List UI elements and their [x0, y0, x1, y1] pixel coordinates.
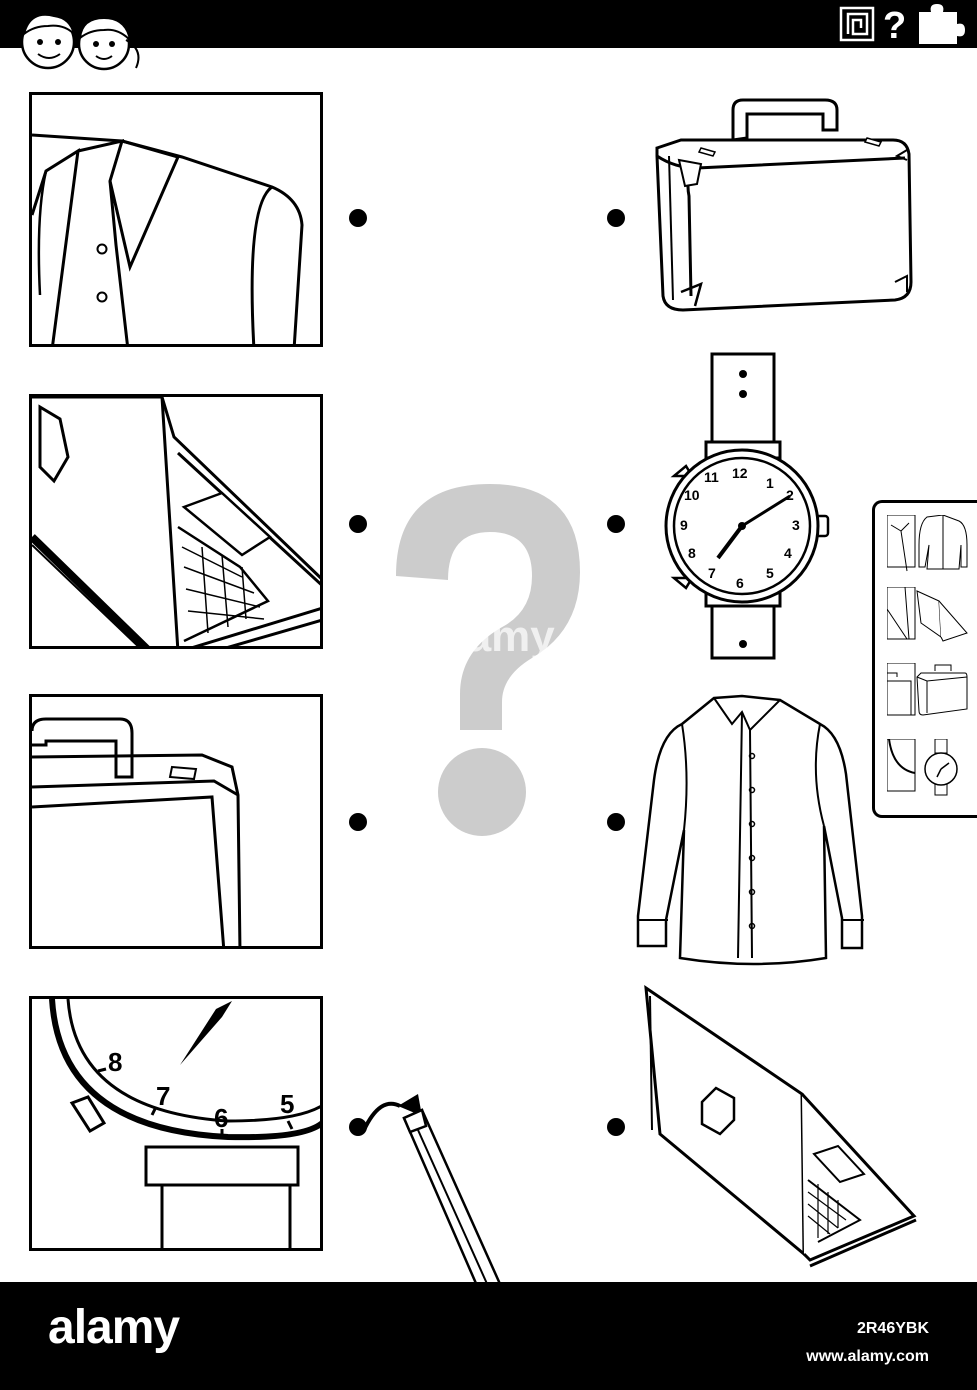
match-dot-left-4[interactable] [349, 1118, 367, 1136]
puzzle-piece-icon [919, 4, 965, 44]
svg-text:11: 11 [704, 469, 719, 485]
laptop-icon [644, 984, 917, 1268]
question-mark-icon: ? [883, 5, 906, 44]
match-dot-right-1[interactable] [607, 209, 625, 227]
svg-text:5: 5 [766, 565, 774, 581]
laptop-detail-icon [32, 397, 320, 646]
wristwatch-icon: 12 1 2 3 4 5 6 7 8 9 10 11 [664, 352, 830, 660]
watch-thumb-icon [887, 739, 958, 796]
svg-text:4: 4 [784, 545, 792, 561]
match-dot-right-4[interactable] [607, 1118, 625, 1136]
shirt-fragment-panel [29, 92, 323, 347]
image-id: 2R46YBK [856, 1320, 929, 1337]
svg-text:8: 8 [108, 1047, 122, 1077]
match-dot-right-3[interactable] [607, 813, 625, 831]
svg-text:7: 7 [708, 565, 716, 581]
kids-faces-icon [20, 13, 140, 71]
svg-text:5: 5 [280, 1089, 294, 1119]
watch-fragment-panel: 8 7 6 5 [29, 996, 323, 1251]
match-dot-left-3[interactable] [349, 813, 367, 831]
svg-text:3: 3 [792, 517, 800, 533]
svg-text:8: 8 [688, 545, 696, 561]
svg-text:?: ? [883, 5, 906, 44]
footer-bar [0, 1282, 977, 1390]
maze-icon [839, 6, 875, 42]
svg-text:9: 9 [680, 517, 688, 533]
svg-text:12: 12 [732, 465, 748, 481]
center-watermark: alamy [430, 612, 555, 661]
svg-text:6: 6 [736, 575, 744, 591]
svg-text:6: 6 [214, 1103, 228, 1133]
answer-card [872, 500, 977, 818]
shirt-thumb-icon [887, 515, 968, 572]
svg-text:1: 1 [766, 475, 774, 491]
laptop-fragment-panel [29, 394, 323, 649]
laptop-thumb-icon [887, 587, 968, 642]
briefcase-thumb-icon [887, 663, 968, 716]
briefcase-fragment-panel [29, 694, 323, 949]
briefcase-icon [655, 98, 913, 312]
match-dot-right-2[interactable] [607, 515, 625, 533]
match-dot-left-1[interactable] [349, 209, 367, 227]
site-url[interactable]: www.alamy.com [806, 1348, 929, 1365]
svg-text:10: 10 [684, 487, 700, 503]
match-dot-left-2[interactable] [349, 515, 367, 533]
pencil-icon [362, 1094, 502, 1288]
svg-text:2: 2 [786, 487, 794, 503]
svg-text:7: 7 [156, 1081, 170, 1111]
brand-logo[interactable]: alamy [48, 1301, 180, 1354]
big-question-mark-icon [396, 484, 580, 836]
briefcase-detail-icon [32, 717, 242, 946]
top-bar [0, 0, 977, 48]
shirt-detail-icon [32, 133, 304, 344]
shirt-icon [636, 694, 864, 966]
watch-detail-icon: 8 7 6 5 [49, 999, 320, 1248]
